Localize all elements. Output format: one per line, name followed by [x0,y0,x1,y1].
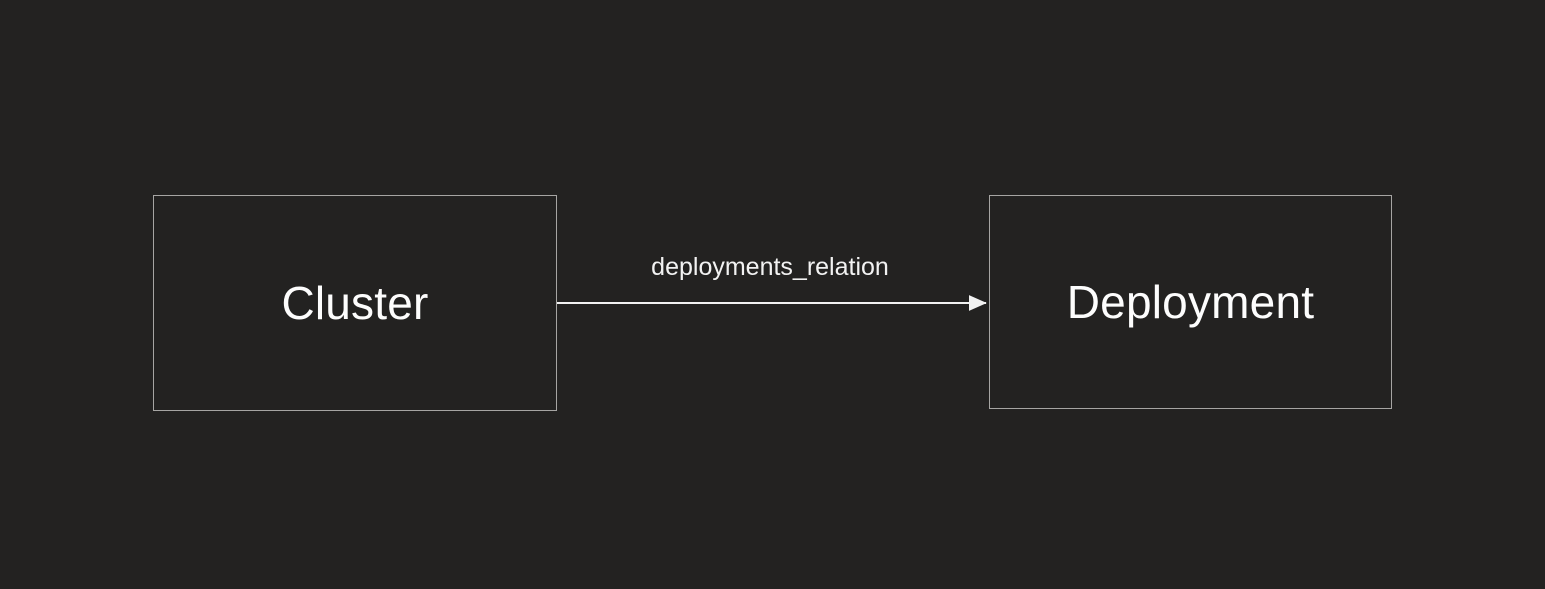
node-cluster[interactable]: Cluster [153,195,557,411]
node-deployment[interactable]: Deployment [989,195,1392,409]
node-cluster-label: Cluster [281,277,429,329]
node-deployment-label: Deployment [1066,276,1315,328]
edge-label-deployments-relation: deployments_relation [651,253,889,281]
